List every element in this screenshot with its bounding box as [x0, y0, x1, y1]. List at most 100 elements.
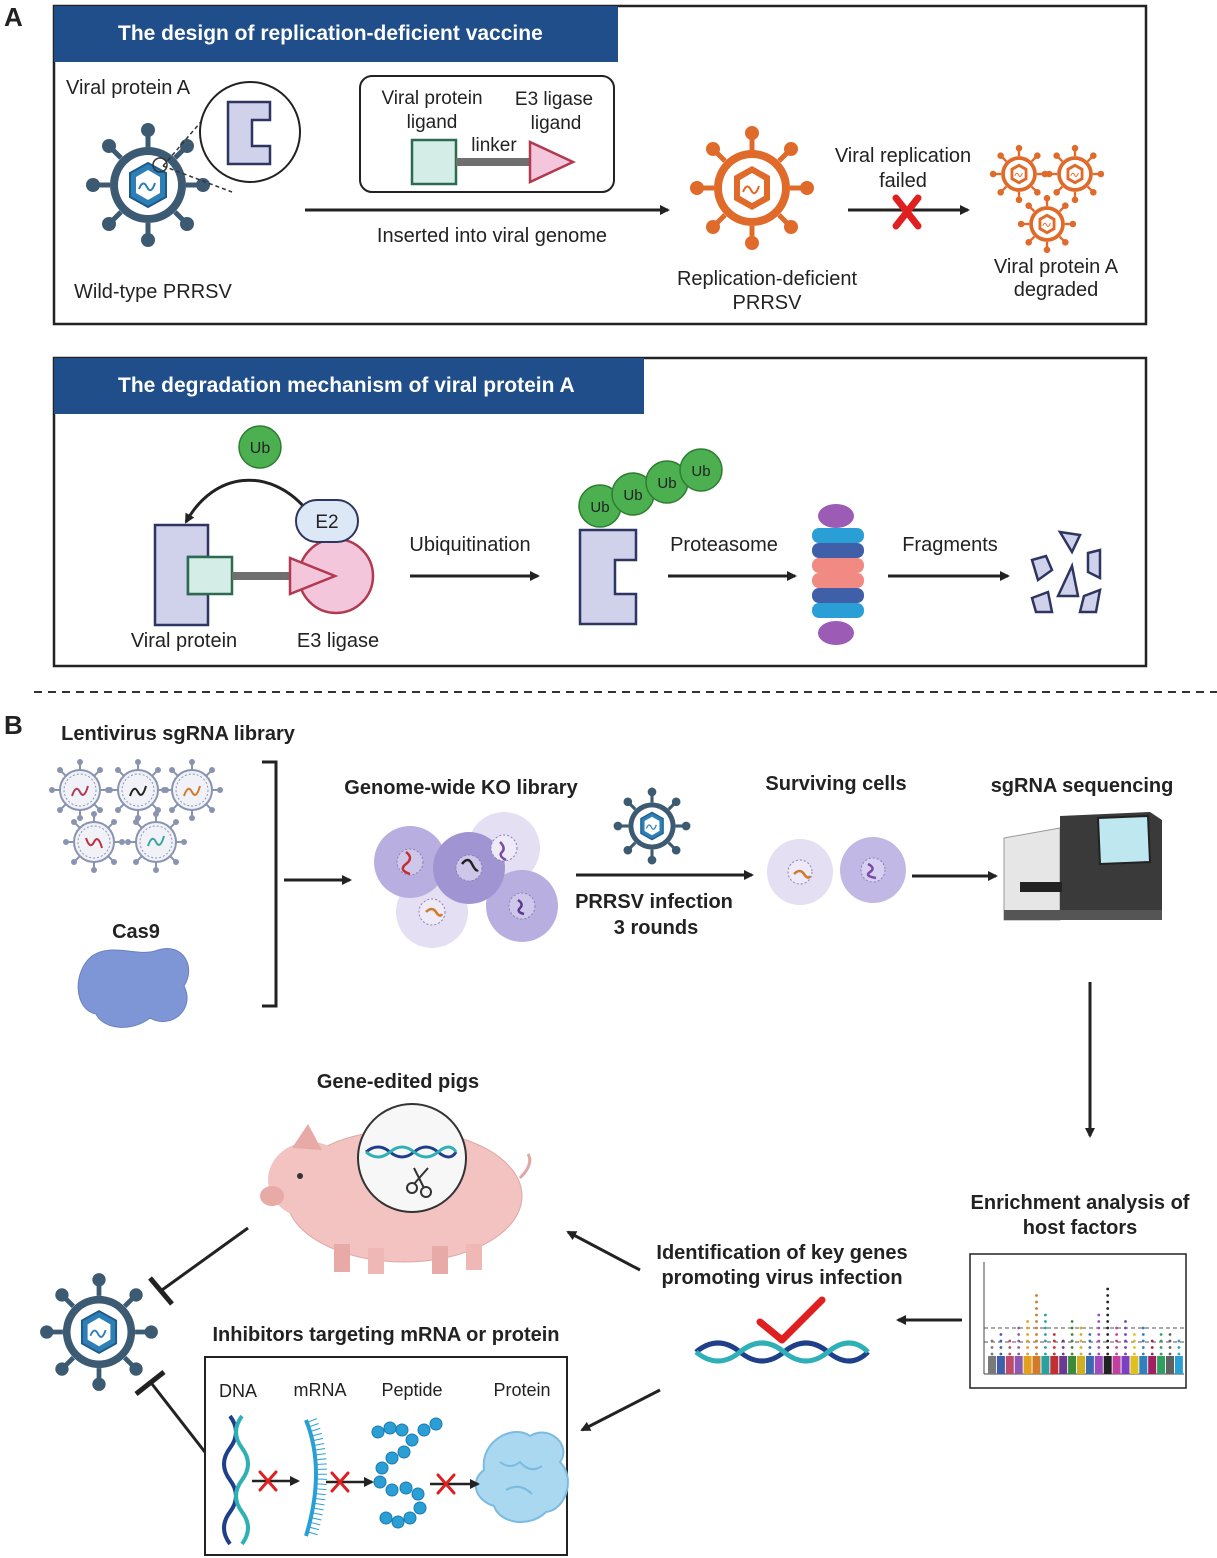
identification-label-1: Identification of key genes	[656, 1242, 907, 1264]
manhattan-dot	[1088, 1339, 1092, 1343]
manhattan-dot	[1070, 1352, 1074, 1356]
manhattan-dot	[1044, 1333, 1047, 1336]
manhattan-dot	[1106, 1320, 1110, 1323]
ub-transfer-arrow	[184, 478, 307, 524]
lenti-virus-icon-5	[124, 810, 188, 874]
ub-chain-3-label: Ub	[657, 475, 676, 492]
manhattan-dot	[1141, 1352, 1145, 1356]
manhattan-dot	[990, 1339, 994, 1343]
manhattan-dot	[1097, 1339, 1101, 1343]
manhattan-bar	[1005, 1356, 1014, 1374]
manhattan-bar	[1121, 1356, 1130, 1374]
manhattan-bar	[1014, 1356, 1023, 1374]
vp-ligand-label-1: Viral protein	[381, 88, 482, 109]
manhattan-dot	[1106, 1307, 1110, 1310]
manhattan-dot	[1026, 1346, 1029, 1349]
design-header: The design of replication-deficient vacc…	[118, 22, 543, 45]
manhattan-dot	[1017, 1352, 1021, 1356]
lenti-virus-icon-1	[48, 758, 112, 822]
manhattan-dot	[1106, 1333, 1110, 1336]
manhattan-dot	[1017, 1326, 1021, 1330]
manhattan-dot	[1115, 1352, 1118, 1356]
manhattan-dot	[1035, 1300, 1038, 1304]
ubiquitination-label: Ubiquitination	[409, 534, 530, 556]
e3-ligase-label: E3 ligase	[297, 630, 379, 652]
manhattan-dot	[1106, 1294, 1110, 1297]
panel-b-label: B	[4, 710, 23, 740]
manhattan-dot	[1124, 1339, 1127, 1343]
rep-failed-label-2: failed	[879, 170, 927, 192]
manhattan-bar	[1130, 1356, 1139, 1374]
manhattan-dot	[1133, 1333, 1136, 1336]
x-mark-icon	[892, 194, 922, 230]
manhattan-dot	[1141, 1346, 1145, 1349]
manhattan-dot	[1008, 1339, 1012, 1343]
manhattan-dot	[1061, 1346, 1065, 1349]
manhattan-dot	[1070, 1326, 1074, 1330]
to-pigs-arrow	[566, 1230, 641, 1272]
manhattan-dot	[1026, 1333, 1029, 1336]
manhattan-dot	[1008, 1346, 1012, 1349]
manhattan-dot	[1168, 1339, 1172, 1343]
manhattan-dot	[1026, 1320, 1029, 1323]
wild-type-virus-icon	[86, 123, 210, 247]
peptide-label: Peptide	[381, 1380, 442, 1400]
manhattan-bar	[1094, 1356, 1103, 1374]
manhattan-dot	[1124, 1346, 1127, 1349]
manhattan-bar	[1085, 1356, 1094, 1374]
manhattan-dot	[1035, 1320, 1038, 1323]
lenti-virus-icons	[48, 758, 224, 874]
gene-pigs-label: Gene-edited pigs	[317, 1071, 479, 1093]
manhattan-dot	[1035, 1333, 1038, 1336]
manhattan-dot	[990, 1346, 994, 1349]
block-mrna-peptide	[326, 1471, 374, 1493]
checkmark-icon	[756, 1296, 826, 1344]
manhattan-dot	[1097, 1352, 1101, 1356]
block-dna-mrna	[252, 1470, 300, 1492]
manhattan-dot	[1106, 1339, 1110, 1343]
to-inhibitors-arrow	[580, 1388, 661, 1432]
manhattan-dot	[1052, 1333, 1056, 1336]
manhattan-dot	[1106, 1326, 1110, 1330]
manhattan-dot	[999, 1339, 1003, 1343]
manhattan-dot	[1035, 1352, 1038, 1356]
mechanism-header: The degradation mechanism of viral prote…	[118, 374, 575, 397]
e3-ligand-label-2: ligand	[531, 113, 582, 134]
enrichment-label-2: host factors	[1023, 1217, 1137, 1239]
manhattan-bar	[1059, 1356, 1068, 1374]
manhattan-bar	[1077, 1356, 1085, 1374]
cas9-icon	[77, 948, 190, 1028]
bound-e3-triangle	[288, 556, 339, 596]
manhattan-plot-icon	[969, 1253, 1187, 1389]
manhattan-bar	[1157, 1356, 1166, 1374]
ub-chain-4-label: Ub	[691, 463, 710, 480]
viral-protein-a-label: Viral protein A	[66, 77, 191, 99]
manhattan-dot	[1079, 1346, 1083, 1349]
surviving-cells-icon	[767, 837, 906, 905]
viral-protein-a-icon	[226, 100, 272, 166]
manhattan-dot	[1035, 1294, 1038, 1297]
manhattan-dot	[1088, 1346, 1092, 1349]
prrsv-infection-virus-icon	[612, 786, 692, 866]
cas9-label: Cas9	[112, 921, 160, 943]
manhattan-dot	[1150, 1352, 1154, 1356]
mechanism-header-bar	[54, 358, 644, 414]
manhattan-dot	[1017, 1333, 1021, 1336]
manhattan-bar	[1103, 1356, 1112, 1374]
manhattan-dot	[1052, 1346, 1056, 1349]
manhattan-dot	[1106, 1313, 1110, 1317]
degraded-virus-icon-3	[1016, 193, 1078, 255]
protein-structure-icon	[474, 1431, 569, 1524]
rep-def-label-2: PRRSV	[733, 292, 803, 314]
manhattan-dot	[1044, 1326, 1047, 1330]
manhattan-dot	[1150, 1346, 1154, 1349]
manhattan-bar	[1166, 1356, 1174, 1374]
design-header-bar	[54, 6, 618, 62]
scissors-icon	[406, 1167, 432, 1198]
library-bracket	[262, 760, 278, 1008]
manhattan-dot	[1168, 1333, 1172, 1336]
manhattan-dot	[1079, 1333, 1083, 1336]
ub-icon	[238, 425, 282, 469]
ko-cells-icon	[374, 812, 558, 948]
manhattan-bar	[1148, 1356, 1157, 1374]
